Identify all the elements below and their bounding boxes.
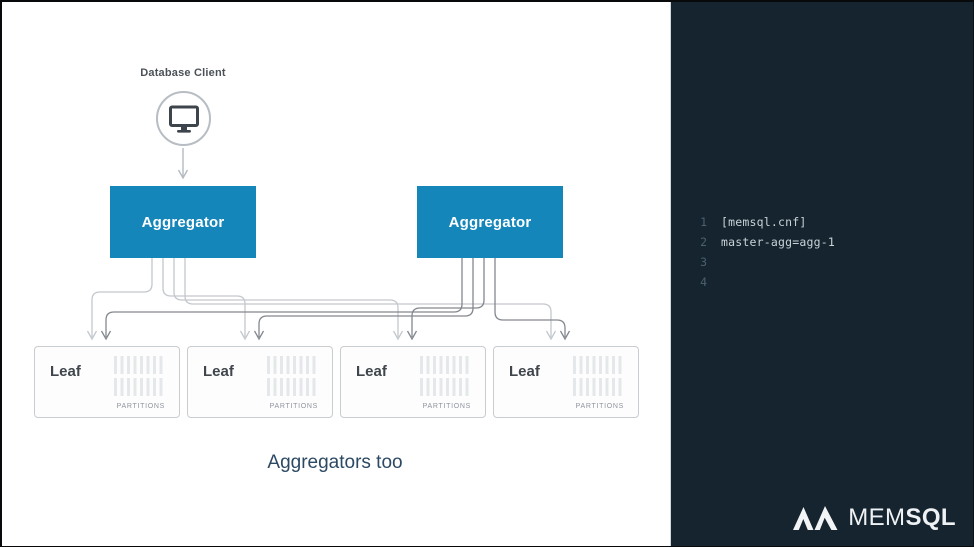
memsql-logo-icon	[793, 506, 838, 530]
partition-bars	[420, 356, 469, 400]
code-line: 3	[671, 252, 974, 272]
leaf-label: Leaf	[509, 363, 540, 380]
partition-bars	[573, 356, 622, 400]
leaf-label: Leaf	[50, 363, 81, 380]
leaf-node-3: Leaf PARTITIONS	[340, 346, 486, 418]
client-node	[156, 91, 211, 146]
line-number: 1	[700, 215, 707, 229]
connector-lines	[86, 148, 571, 341]
monitor-icon	[168, 105, 199, 133]
code-line: 1 [memsql.cnf]	[671, 212, 974, 232]
client-label: Database Client	[140, 67, 226, 79]
leaf-label: Leaf	[356, 363, 387, 380]
line-number: 2	[700, 235, 707, 249]
partition-bars	[114, 356, 163, 400]
architecture-diagram: Database Client Aggregator Aggregator Le…	[34, 67, 639, 473]
memsql-logo: MEMSQL	[793, 505, 956, 531]
code-text: master-agg=agg-1	[721, 235, 835, 249]
code-line: 2 master-agg=agg-1	[671, 232, 974, 252]
memsql-logo-text: MEMSQL	[848, 504, 956, 531]
slide-caption: Aggregators too	[267, 452, 403, 473]
aggregator-label: Aggregator	[448, 213, 532, 231]
code-text: [memsql.cnf]	[721, 215, 807, 229]
aggregator-node-2: Aggregator	[417, 186, 563, 258]
leaf-node-2: Leaf PARTITIONS	[187, 346, 333, 418]
aggregator-node-1: Aggregator	[110, 186, 256, 258]
partition-bars	[267, 356, 316, 400]
leaf-label: Leaf	[203, 363, 234, 380]
partitions-label: PARTITIONS	[422, 403, 471, 410]
line-number: 4	[700, 275, 707, 289]
leaf-node-1: Leaf PARTITIONS	[34, 346, 180, 418]
partitions-label: PARTITIONS	[269, 403, 318, 410]
partitions-label: PARTITIONS	[116, 403, 165, 410]
code-listing: 1 [memsql.cnf] 2 master-agg=agg-1 3 4	[671, 212, 974, 292]
code-line: 4	[671, 272, 974, 292]
aggregator-label: Aggregator	[141, 213, 225, 231]
leaf-node-4: Leaf PARTITIONS	[493, 346, 639, 418]
code-panel: 1 [memsql.cnf] 2 master-agg=agg-1 3 4 ME…	[670, 0, 974, 547]
partitions-label: PARTITIONS	[575, 403, 624, 410]
line-number: 3	[700, 255, 707, 269]
